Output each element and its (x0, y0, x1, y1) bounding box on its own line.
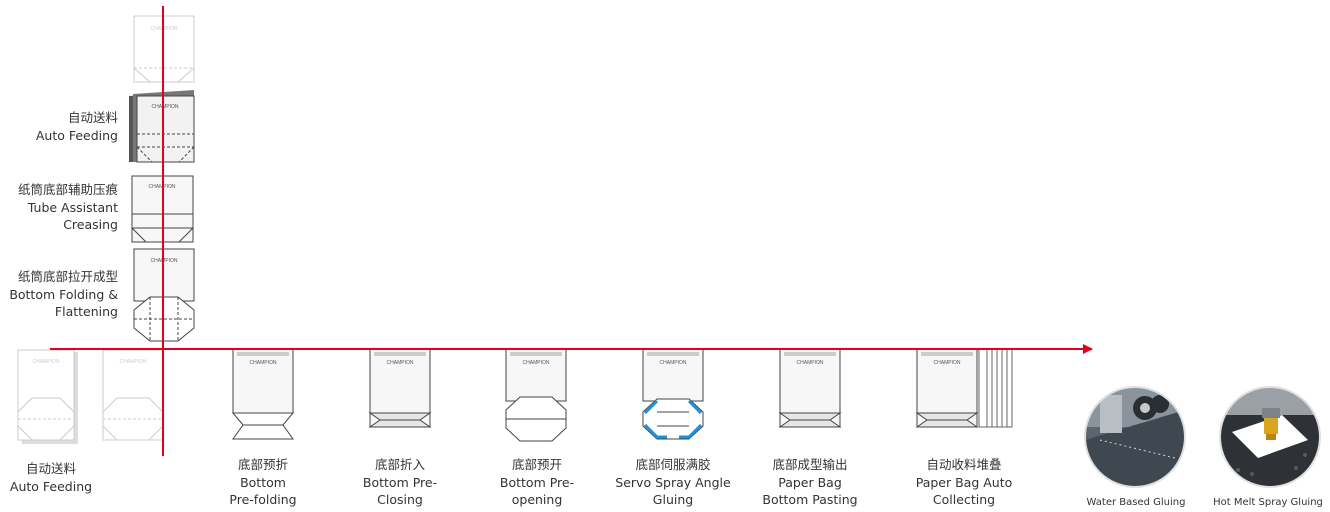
bag-auto-collecting-stack: CHAMPION (915, 348, 1013, 428)
brand-mark: CHAMPION (33, 359, 60, 365)
label-cn: 底部成型输出 (772, 457, 848, 472)
brand-mark: CHAMPION (387, 360, 414, 366)
brand-mark: CHAMPION (250, 360, 277, 366)
label-en: Tube Assistant (27, 199, 118, 215)
label-en: opening (511, 492, 563, 507)
label-cn: 自动收料堆叠 (926, 457, 1002, 472)
label-en: Creasing (63, 217, 118, 232)
label-cn: 自动送料 (67, 110, 118, 125)
brand-mark: CHAMPION (660, 360, 687, 366)
label-en: Flattening (54, 304, 118, 319)
step-label-bottom-pre-closing: 底部折入 Bottom Pre- Closing (363, 456, 437, 509)
label-cn: 自动送料 (25, 461, 76, 476)
label-en: Bottom Pre- (362, 474, 438, 490)
brand-mark: CHAMPION (120, 359, 147, 365)
caption-hot-melt-spray-gluing: Hot Melt Spray Gluing (1213, 497, 1323, 508)
bag-bottom-pre-closing: CHAMPION (368, 348, 432, 428)
bag-bottom-pasting: CHAMPION (778, 348, 842, 428)
bag-servo-spray-gluing: CHAMPION (642, 348, 704, 440)
label-en: Bottom (240, 474, 286, 490)
bag-faded-stack-left: CHAMPION (17, 349, 78, 444)
step-label-auto-feeding: 自动送料 Auto Feeding (10, 460, 92, 495)
brand-mark: CHAMPION (151, 258, 178, 264)
brand-mark: CHAMPION (523, 360, 550, 366)
bag-faded-second: CHAMPION (102, 349, 164, 441)
label-cn: 底部伺服满胶 (635, 457, 711, 472)
step-label-bottom-pre-opening: 底部预开 Bottom Pre- opening (500, 456, 574, 509)
label-cn: 底部折入 (374, 457, 425, 472)
bag-bottom-pre-folding: CHAMPION (231, 348, 295, 440)
label-en: Auto Feeding (9, 478, 93, 494)
label-en: Bottom Pre- (499, 474, 575, 490)
step-label-tube-creasing: 纸筒底部辅助压痕 Tube Assistant Creasing (18, 181, 118, 234)
label-en: Auto Feeding (35, 127, 118, 143)
step-label-bottom-folding: 纸筒底部拉开成型 Bottom Folding & Flattening (9, 268, 118, 321)
brand-mark: CHAMPION (797, 360, 824, 366)
label-en: Closing (377, 492, 423, 507)
label-en: Collecting (932, 492, 996, 507)
label-en: Pre-folding (229, 492, 297, 507)
brand-mark: CHAMPION (151, 26, 178, 32)
step-label-bottom-pasting: 底部成型输出 Paper Bag Bottom Pasting (762, 456, 857, 509)
label-en: Bottom Folding & (9, 286, 118, 302)
label-cn: 纸筒底部辅助压痕 (17, 182, 118, 197)
step-label-auto-collecting: 自动收料堆叠 Paper Bag Auto Collecting (916, 456, 1013, 509)
label-en: Paper Bag (778, 474, 842, 490)
label-cn: 纸筒底部拉开成型 (17, 269, 118, 284)
label-en: Bottom Pasting (762, 492, 858, 507)
label-cn: 底部预折 (237, 457, 289, 472)
caption-water-based-gluing: Water Based Gluing (1086, 497, 1186, 508)
label-en: Gluing (652, 492, 694, 507)
step-label-bottom-pre-folding: 底部预折 Bottom Pre-folding (229, 456, 296, 509)
label-en: Paper Bag Auto (915, 474, 1013, 490)
brand-mark: CHAMPION (152, 104, 179, 110)
step-label-auto-feeding-vertical: 自动送料 Auto Feeding (36, 109, 118, 144)
label-cn: 底部预开 (511, 457, 562, 472)
bag-stack-auto-feeding: CHAMPION (129, 90, 195, 163)
water-based-gluing-photo (1085, 387, 1185, 487)
brand-mark: CHAMPION (934, 360, 961, 366)
label-en: Servo Spray Angle (615, 474, 731, 490)
step-label-servo-spray-gluing: 底部伺服满胶 Servo Spray Angle Gluing (615, 456, 730, 509)
bag-bottom-pre-opening: CHAMPION (505, 348, 567, 442)
